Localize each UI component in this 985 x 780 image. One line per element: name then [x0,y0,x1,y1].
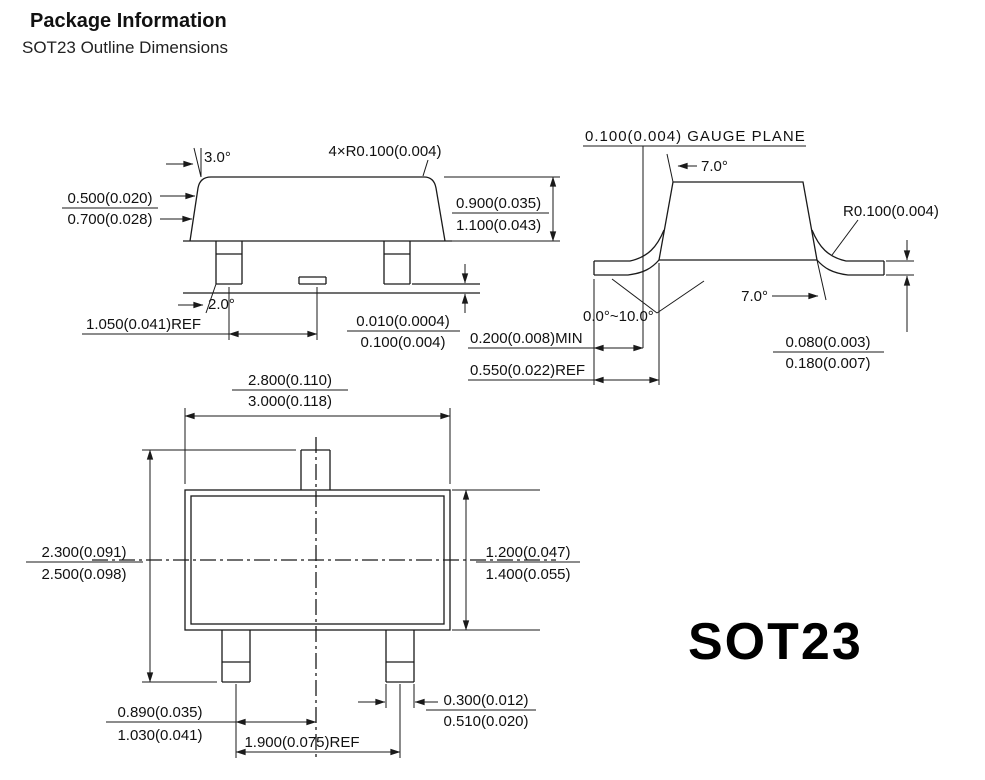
side-view: 0.100(0.004) GAUGE PLANE 7.0° R0.100(0.0… [468,128,939,385]
package-name: SOT23 [688,613,863,671]
top-lead-pitch-max-label: 1.030(0.041) [117,727,202,744]
top-lead-width-min-label: 0.300(0.012) [443,692,528,709]
side-lead-length-ref-label: 0.550(0.022)REF [470,362,585,379]
page-subtitle: SOT23 Outline Dimensions [22,38,228,57]
top-body-depth-max-label: 1.400(0.055) [485,566,570,583]
front-corner-radius-label: 4×R0.100(0.004) [329,143,442,160]
side-foot-angle-label: 0.0°~10.0° [583,308,654,325]
top-view-dimension-lines [26,389,580,758]
side-lead-radius-label: R0.100(0.004) [843,203,939,220]
side-lead-thickness-min-label: 0.080(0.003) [785,334,870,351]
side-gauge-plane-label: 0.100(0.004) GAUGE PLANE [585,128,806,145]
top-body-width-max-label: 3.000(0.118) [248,393,332,410]
top-lead-pitch-min-label: 0.890(0.035) [117,704,202,721]
side-angle-top-label: 7.0° [701,158,728,175]
top-outer-pitch-ref-label: 1.900(0.075)REF [244,734,359,751]
top-body-depth-min-label: 1.200(0.047) [485,544,570,561]
front-view: 3.0° 4×R0.100(0.004) 0.500(0.020) 0.700(… [62,143,560,351]
top-view: 2.800(0.110) 3.000(0.118) 2.300(0.091) 2… [26,372,580,758]
front-body-outline [189,176,446,242]
side-angle-bottom-label: 7.0° [741,288,768,305]
front-standoff-min-label: 0.010(0.0004) [356,313,449,330]
front-body-height-min-label: 0.900(0.035) [456,195,541,212]
side-lead-thickness-max-label: 0.180(0.007) [785,355,870,372]
top-lead-span-min-label: 2.300(0.091) [41,544,126,561]
side-view-linework [593,181,885,276]
front-draft-angle-bottom-label: 2.0° [208,296,235,313]
top-body-width-min-label: 2.800(0.110) [248,372,332,389]
side-foot-length-min-label: 0.200(0.008)MIN [470,330,583,347]
front-lead-length-max-label: 0.700(0.028) [67,211,152,228]
front-draft-angle-top-label: 3.0° [204,149,231,166]
top-lead-width-max-label: 0.510(0.020) [443,713,528,730]
front-view-linework [183,176,480,294]
page-title: Package Information [30,10,227,32]
front-body-height-max-label: 1.100(0.043) [456,217,541,234]
front-view-dimension-lines [62,147,560,340]
front-edge-to-lead-ref-label: 1.050(0.041)REF [86,316,201,333]
side-body-outline [658,181,818,261]
front-lead-length-min-label: 0.500(0.020) [67,190,152,207]
top-view-linework [92,437,556,758]
front-standoff-max-label: 0.100(0.004) [360,334,445,351]
top-lead-span-max-label: 2.500(0.098) [41,566,126,583]
side-view-dimension-lines [468,145,914,385]
